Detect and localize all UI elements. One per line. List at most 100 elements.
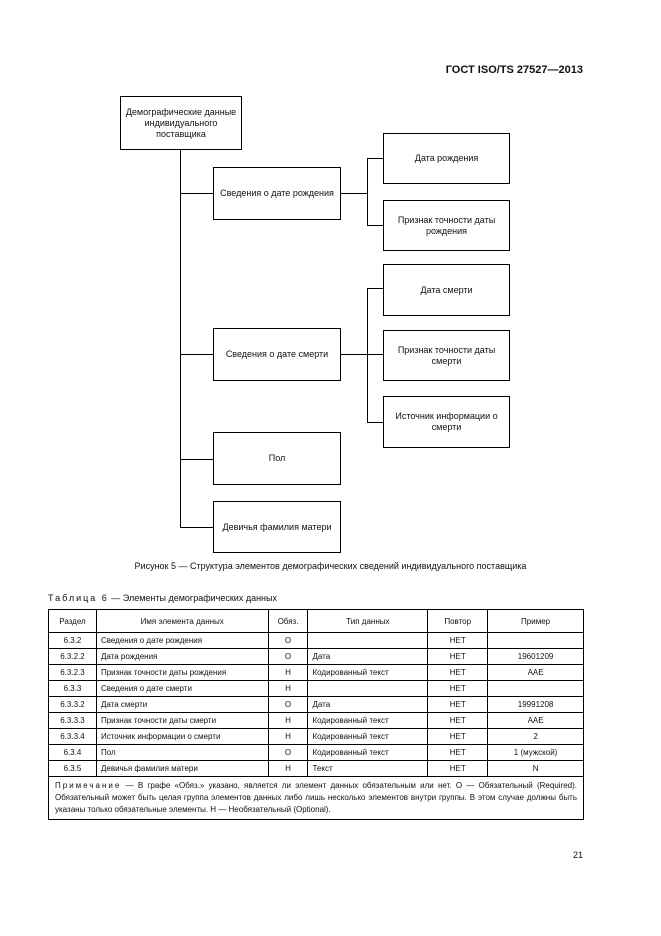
branch-sex-line <box>180 459 213 460</box>
branch-maiden-line <box>180 527 213 528</box>
cell-section: 6.3.3.2 <box>48 696 97 713</box>
table-note: Примечание — В графе «Обяз.» указано, яв… <box>48 776 584 820</box>
standard-header: ГОСТ ISO/TS 27527—2013 <box>445 64 583 76</box>
cell-type: Кодированный текст <box>307 664 429 681</box>
cell-repeat: НЕТ <box>427 632 489 649</box>
cell-type: Кодированный текст <box>307 712 429 729</box>
birth-out-line <box>340 193 367 194</box>
cell-obl: Н <box>267 728 309 745</box>
header-obl: Обяз. <box>267 609 309 633</box>
note-label: Примечание <box>55 781 122 790</box>
cell-type: Кодированный текст <box>307 728 429 745</box>
death-source-line <box>367 422 383 423</box>
death-date-line <box>367 288 383 289</box>
cell-obl: Н <box>267 664 309 681</box>
cell-section: 6.3.3.3 <box>48 712 97 729</box>
structure-diagram: Демографические данные индивидуального п… <box>120 96 510 553</box>
cell-section: 6.3.2 <box>48 632 97 649</box>
birth-accuracy-line <box>367 225 383 226</box>
cell-example <box>487 632 584 649</box>
cell-section: 6.3.3.4 <box>48 728 97 745</box>
branch-death-line <box>180 354 213 355</box>
cell-example: AAE <box>487 664 584 681</box>
cell-example: 19601209 <box>487 648 584 665</box>
header-type: Тип данных <box>307 609 429 633</box>
cell-example: N <box>487 760 584 777</box>
table-title-rest: — Элементы демографических данных <box>108 593 277 603</box>
cell-obl: О <box>267 696 309 713</box>
birth-group-box: Сведения о дате рождения <box>213 167 341 220</box>
demographics-table: Раздел Имя элемента данных Обяз. Тип дан… <box>48 609 584 820</box>
header-section: Раздел <box>48 609 97 633</box>
cell-obl: Н <box>267 712 309 729</box>
table-row: 6.3.3.4 Источник информации о смерти Н К… <box>48 728 584 745</box>
root-trunk-line <box>180 150 181 528</box>
cell-obl: Н <box>267 680 309 697</box>
cell-type: Дата <box>307 648 429 665</box>
branch-birth-line <box>180 193 213 194</box>
table-row: 6.3.3.3 Признак точности даты смерти Н К… <box>48 712 584 729</box>
cell-name: Сведения о дате смерти <box>95 680 269 697</box>
cell-type: Дата <box>307 696 429 713</box>
cell-name: Сведения о дате рождения <box>95 632 269 649</box>
cell-section: 6.3.4 <box>48 744 97 761</box>
cell-name: Дата рождения <box>95 648 269 665</box>
death-vertical-line <box>367 288 368 422</box>
table-row: 6.3.3 Сведения о дате смерти Н НЕТ <box>48 680 584 697</box>
cell-example <box>487 680 584 697</box>
death-group-box: Сведения о дате смерти <box>213 328 341 381</box>
birth-vertical-line <box>367 158 368 225</box>
table-row: 6.3.2.2 Дата рождения О Дата НЕТ 1960120… <box>48 648 584 665</box>
cell-example: 19991208 <box>487 696 584 713</box>
header-example: Пример <box>487 609 584 633</box>
death-accuracy-box: Признак точности даты смерти <box>383 330 510 381</box>
cell-type: Кодированный текст <box>307 744 429 761</box>
cell-repeat: НЕТ <box>427 664 489 681</box>
page-number: 21 <box>572 850 583 860</box>
death-source-box: Источник информации о смерти <box>383 396 510 448</box>
cell-example: AAE <box>487 712 584 729</box>
birth-date-line <box>367 158 383 159</box>
table-note-row: Примечание — В графе «Обяз.» указано, яв… <box>48 776 584 820</box>
cell-name: Источник информации о смерти <box>95 728 269 745</box>
cell-obl: О <box>267 632 309 649</box>
birth-accuracy-box: Признак точности даты рождения <box>383 200 510 251</box>
cell-repeat: НЕТ <box>427 728 489 745</box>
cell-name: Признак точности даты рождения <box>95 664 269 681</box>
cell-name: Пол <box>95 744 269 761</box>
cell-repeat: НЕТ <box>427 680 489 697</box>
table-title: Таблица 6 — Элементы демографических дан… <box>48 593 277 603</box>
cell-repeat: НЕТ <box>427 760 489 777</box>
cell-section: 6.3.2.3 <box>48 664 97 681</box>
cell-repeat: НЕТ <box>427 744 489 761</box>
table-title-prefix: Таблица 6 <box>48 593 109 603</box>
table-row: 6.3.2 Сведения о дате рождения О НЕТ <box>48 632 584 649</box>
cell-obl: О <box>267 648 309 665</box>
table-row: 6.3.5 Девичья фамилия матери Н Текст НЕТ… <box>48 760 584 777</box>
death-date-box: Дата смерти <box>383 264 510 316</box>
cell-example: 1 (мужской) <box>487 744 584 761</box>
cell-section: 6.3.5 <box>48 760 97 777</box>
cell-name: Дата смерти <box>95 696 269 713</box>
birth-date-box: Дата рождения <box>383 133 510 184</box>
cell-obl: О <box>267 744 309 761</box>
cell-repeat: НЕТ <box>427 712 489 729</box>
table-row: 6.3.2.3 Признак точности даты рождения Н… <box>48 664 584 681</box>
cell-name: Девичья фамилия матери <box>95 760 269 777</box>
header-name: Имя элемента данных <box>95 609 269 633</box>
figure-caption: Рисунок 5 — Структура элементов демограф… <box>134 561 527 571</box>
cell-section: 6.3.3 <box>48 680 97 697</box>
cell-type: Текст <box>307 760 429 777</box>
table-row: 6.3.3.2 Дата смерти О Дата НЕТ 19991208 <box>48 696 584 713</box>
root-box: Демографические данные индивидуального п… <box>120 96 242 150</box>
death-out-line <box>340 354 367 355</box>
cell-repeat: НЕТ <box>427 648 489 665</box>
cell-type <box>307 680 429 697</box>
sex-box: Пол <box>213 432 341 485</box>
header-repeat: Повтор <box>427 609 489 633</box>
cell-obl: Н <box>267 760 309 777</box>
cell-example: 2 <box>487 728 584 745</box>
death-accuracy-line <box>367 354 383 355</box>
note-text: — В графе «Обяз.» указано, является ли э… <box>55 781 577 814</box>
table-header-row: Раздел Имя элемента данных Обяз. Тип дан… <box>48 609 584 633</box>
